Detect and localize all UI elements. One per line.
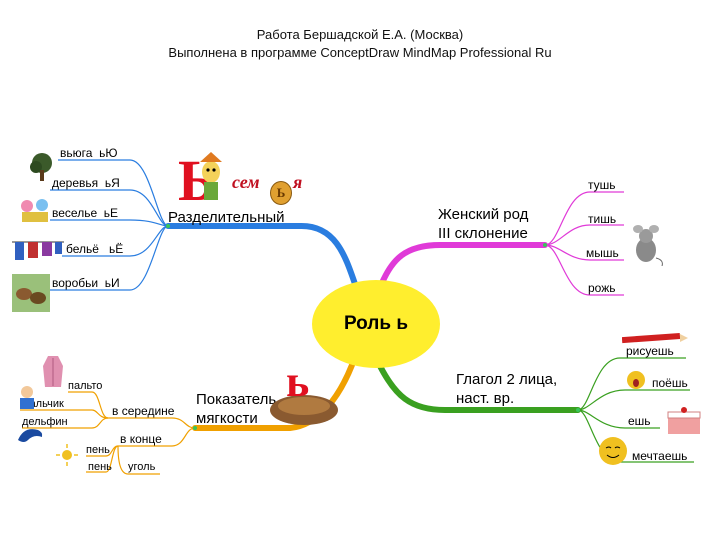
item-word: бельё bbox=[66, 242, 99, 256]
feminine-item-2: тишь bbox=[588, 212, 617, 226]
boy-icon bbox=[20, 386, 34, 409]
softness-end-item-1: пень bbox=[86, 444, 110, 456]
item-ending: ьЁ bbox=[108, 242, 124, 256]
softness-end-item-3: уголь bbox=[128, 461, 156, 473]
verb-item-2: поёшь bbox=[652, 376, 688, 390]
item-ending: ьИ bbox=[104, 276, 120, 290]
item-word: вьюга bbox=[60, 146, 93, 160]
singing-face-icon bbox=[627, 371, 645, 389]
nest-icon bbox=[270, 395, 338, 425]
softness-end-item-2: пень bbox=[88, 461, 112, 473]
softness-branch-label-2: мягкости bbox=[196, 410, 258, 427]
central-node: Роль ь bbox=[312, 280, 440, 368]
feminine-item-4: рожь bbox=[588, 281, 616, 295]
separating-item-2: деревья ьЯ bbox=[52, 176, 120, 190]
semya-suffix: я bbox=[293, 172, 303, 192]
semya-word: сем bbox=[232, 172, 260, 193]
separating-item-4: бельё ьЁ bbox=[66, 242, 123, 256]
sun-icon bbox=[56, 444, 78, 466]
party-kids-icon bbox=[21, 199, 48, 222]
feminine-branch-label-1: Женский род bbox=[438, 206, 529, 223]
cake-icon bbox=[667, 407, 701, 434]
item-word: веселье bbox=[52, 206, 98, 220]
verb-branch-label-1: Глагол 2 лица, bbox=[456, 371, 558, 388]
item-ending: ьЕ bbox=[103, 206, 119, 220]
softness-branch-label-1: Показатель bbox=[196, 391, 277, 408]
sparrows-icon bbox=[12, 274, 50, 312]
softness-middle-item-3: дельфин bbox=[22, 416, 68, 428]
separating-branch-label: Разделительный bbox=[168, 209, 285, 226]
item-word: деревья bbox=[52, 176, 99, 190]
feminine-branch-label-2: III склонение bbox=[438, 225, 528, 242]
dolphin-icon bbox=[18, 429, 43, 442]
softness-sub-end: в конце bbox=[120, 432, 162, 446]
semya-letter-bag: Ь bbox=[270, 181, 292, 205]
verb-branch-label-2: наст. вр. bbox=[456, 390, 515, 407]
boy-character-icon bbox=[200, 152, 222, 200]
header-author: Работа Бершадской Е.А. (Москва) bbox=[256, 27, 464, 42]
small-soft-sign-letter: ь bbox=[286, 357, 310, 406]
pencil-icon bbox=[622, 333, 688, 344]
tree-icon bbox=[30, 153, 52, 181]
mouse-icon bbox=[633, 225, 663, 266]
verb-item-4: мечтаешь bbox=[632, 449, 688, 463]
separating-item-5: воробьи ьИ bbox=[52, 276, 120, 290]
central-label: Роль ь bbox=[343, 313, 409, 334]
item-ending: ьЯ bbox=[104, 176, 120, 190]
laundry-icon bbox=[12, 241, 64, 260]
verb-item-1: рисуешь bbox=[626, 344, 674, 358]
header-program: Выполнена в программе ConceptDraw MindMa… bbox=[168, 45, 552, 60]
semya-prefix: сем bbox=[232, 172, 260, 192]
dreaming-face-icon bbox=[599, 437, 627, 465]
verb-item-3: ешь bbox=[628, 414, 651, 428]
item-ending: ьЮ bbox=[99, 146, 118, 160]
feminine-item-3: мышь bbox=[586, 246, 619, 260]
softness-sub-middle: в середине bbox=[112, 404, 175, 418]
coat-icon bbox=[43, 356, 63, 387]
separating-item-1: вьюга ьЮ bbox=[60, 146, 117, 160]
separating-item-3: веселье ьЕ bbox=[52, 206, 118, 220]
feminine-item-1: тушь bbox=[588, 178, 616, 192]
softness-middle-item-1: пальто bbox=[68, 380, 103, 392]
item-word: воробьи bbox=[52, 276, 99, 290]
